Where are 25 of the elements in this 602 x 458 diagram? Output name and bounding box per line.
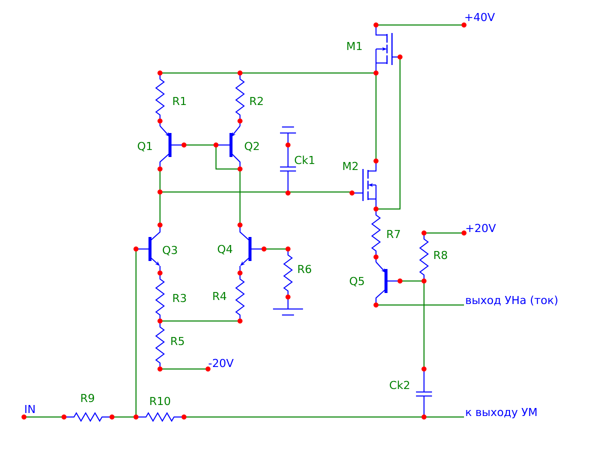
- component-label: R5: [171, 337, 184, 346]
- component-label: Q1: [138, 142, 152, 152]
- component-label: R2: [250, 96, 263, 105]
- component-label: Q4: [218, 244, 232, 254]
- component-label: R7: [387, 230, 400, 238]
- component-label: R10: [150, 396, 170, 406]
- component-label: R9: [81, 394, 94, 402]
- component-label: M2: [343, 162, 358, 170]
- component-label: M1: [347, 42, 362, 50]
- terminal-label: к выходу УМ: [466, 408, 536, 418]
- component-label: Ck2: [390, 380, 410, 390]
- terminal-label: +40V: [465, 12, 495, 22]
- component-label: R4: [213, 292, 226, 300]
- terminal-label: -20V: [208, 358, 234, 368]
- component-label: R8: [434, 250, 448, 260]
- component-label: Q3: [162, 246, 177, 256]
- component-label: R6: [298, 264, 312, 274]
- component-label: R3: [173, 294, 186, 302]
- component-label: Q2: [244, 142, 259, 152]
- terminal-label: +20V: [466, 224, 496, 232]
- component-label: Q5: [350, 276, 364, 286]
- terminal-label: выход УНа (ток): [466, 296, 558, 306]
- component-label: Ck1: [294, 156, 314, 164]
- component-label: R1: [173, 97, 186, 105]
- terminal-label: IN: [25, 405, 35, 413]
